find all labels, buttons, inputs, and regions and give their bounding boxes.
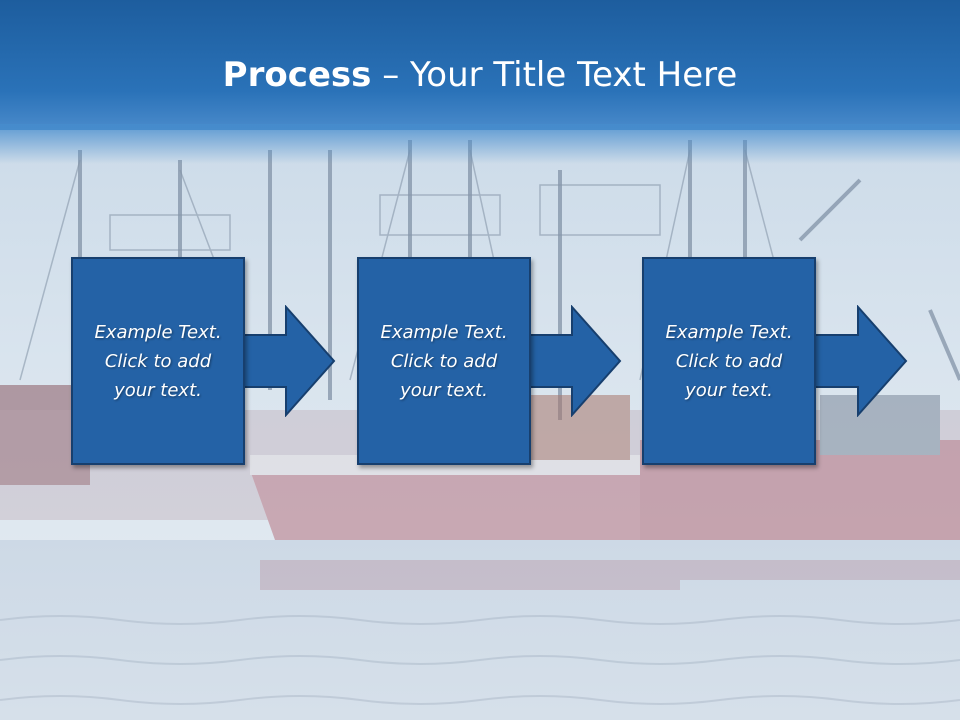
arrow-right-icon-2 [522, 305, 622, 417]
step-2-line-3: your text. [400, 379, 488, 401]
step-1-line-2: Click to add [104, 350, 212, 372]
step-3-line-3: your text. [685, 379, 773, 401]
step-2-text[interactable]: Example Text. Click to add your text. [380, 318, 507, 405]
title-rest-part: Your Title Text Here [410, 55, 738, 95]
title-separator: – [371, 55, 411, 95]
title-bar [0, 0, 960, 130]
step-1-line-3: your text. [114, 379, 202, 401]
process-step-1[interactable]: Example Text. Click to add your text. [71, 257, 245, 465]
title-bar-fade [0, 124, 960, 164]
slide-title[interactable]: Process – Your Title Text Here [0, 52, 960, 98]
step-2-line-1: Example Text. [380, 321, 508, 343]
arrow-right-icon-3 [808, 305, 908, 417]
step-1-line-1: Example Text. [94, 321, 222, 343]
step-2-line-2: Click to add [390, 350, 498, 372]
step-3-line-2: Click to add [675, 350, 783, 372]
process-step-3[interactable]: Example Text. Click to add your text. [642, 257, 816, 465]
step-1-text[interactable]: Example Text. Click to add your text. [94, 318, 221, 405]
arrow-right-icon-1 [236, 305, 336, 417]
title-bold-part: Process [222, 55, 372, 95]
step-3-line-1: Example Text. [665, 321, 793, 343]
step-3-text[interactable]: Example Text. Click to add your text. [665, 318, 792, 405]
process-step-2[interactable]: Example Text. Click to add your text. [357, 257, 531, 465]
